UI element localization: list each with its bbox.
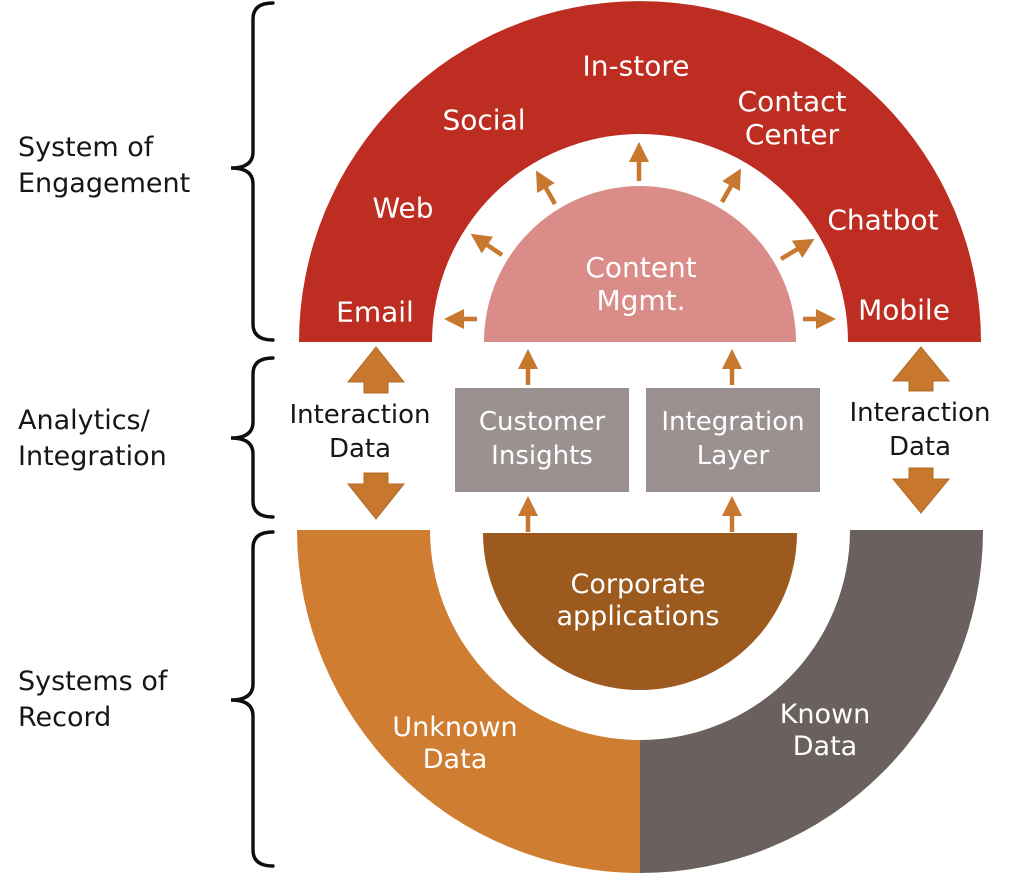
brace-engagement <box>230 1 275 342</box>
label-unknown-data: Unknown Data <box>392 712 518 775</box>
block-arrow-right-up <box>891 346 951 392</box>
label-known-data: Known Data <box>779 699 871 762</box>
channel-mobile: Mobile <box>858 293 950 327</box>
channel-email: Email <box>336 295 414 329</box>
integration-layer-box: Integration Layer <box>646 388 820 492</box>
label-analytics-integration: Analytics/ Integration <box>18 405 167 472</box>
channel-in-store: In-store <box>582 49 690 83</box>
known-data-arc <box>640 530 983 873</box>
arrow-to-web <box>470 233 504 257</box>
integration-layer-box-label: Integration Layer <box>661 407 805 471</box>
block-arrow-left-down <box>346 472 406 520</box>
arrow-to-contact-center <box>720 168 741 204</box>
block-arrow-right-down <box>891 467 951 514</box>
label-corporate-applications: Corporate applications <box>556 569 720 632</box>
block-arrow-left-up <box>346 346 406 394</box>
brace-record <box>230 530 275 868</box>
brace-analytics <box>230 356 275 519</box>
corporate-apps-semicircle <box>483 533 797 690</box>
channel-contact-center: Contact Center <box>737 84 847 151</box>
customer-insights-box-label: Customer Insights <box>478 407 606 471</box>
content-mgmt-semicircle <box>484 186 796 342</box>
engagement-ring-arc <box>299 1 981 342</box>
unknown-data-arc <box>297 530 640 873</box>
label-interaction-data-left: Interaction Data <box>289 400 431 464</box>
label-systems-of-record: Systems of Record <box>18 666 168 733</box>
label-content-mgmt: Content Mgmt. <box>585 250 697 317</box>
label-interaction-data-right: Interaction Data <box>849 398 991 462</box>
label-system-of-engagement: System of Engagement <box>18 132 191 199</box>
channel-web: Web <box>372 191 434 225</box>
channel-social: Social <box>442 103 526 137</box>
arrow-to-social <box>536 170 557 206</box>
arrow-to-chatbot <box>779 238 815 261</box>
customer-insights-box: Customer Insights <box>455 388 629 492</box>
channel-chatbot: Chatbot <box>827 203 939 237</box>
